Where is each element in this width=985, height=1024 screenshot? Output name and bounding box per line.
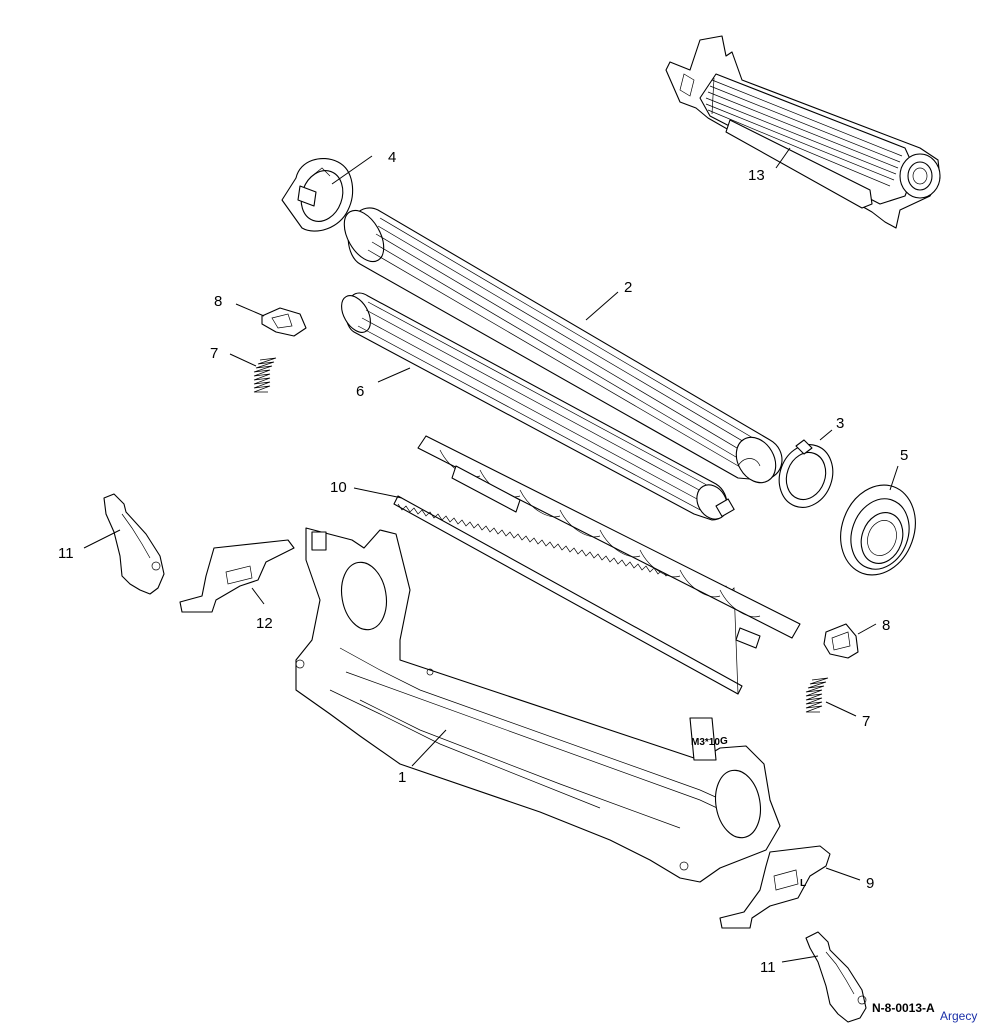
callout-6: 6 xyxy=(356,383,364,400)
guide-letter-text: L xyxy=(800,878,806,889)
callout-11-upper: 11 xyxy=(58,545,74,562)
callout-8-left: 8 xyxy=(214,293,222,310)
callout-9: 9 xyxy=(866,875,874,892)
callout-7-left: 7 xyxy=(210,345,218,362)
callout-5: 5 xyxy=(900,447,908,464)
callout-4: 4 xyxy=(388,149,396,166)
callout-7-right: 7 xyxy=(862,713,870,730)
bracket-plate-9: L xyxy=(719,845,831,929)
snap-ring-3 xyxy=(778,439,834,508)
callout-13: 13 xyxy=(748,167,765,184)
leader-lines xyxy=(83,147,899,963)
lower-roller-6 xyxy=(341,292,735,521)
bracket-plate-12 xyxy=(179,539,295,613)
callout-12: 12 xyxy=(256,615,273,632)
main-frame-1: M3*10 G xyxy=(295,527,781,883)
clip-8-left xyxy=(261,307,307,337)
clip-8-right xyxy=(823,623,859,659)
frame-letter-text: G xyxy=(720,736,728,747)
callout-3: 3 xyxy=(836,415,844,432)
figure-code: N-8-0013-A xyxy=(872,1001,935,1015)
callout-10: 10 xyxy=(330,479,347,496)
spring-7-left xyxy=(253,357,277,393)
bearing-ring-4 xyxy=(281,158,354,232)
separator-strip-10 xyxy=(393,495,743,695)
lever-11-lower xyxy=(805,931,867,1023)
frame-label-text: M3*10 xyxy=(691,737,720,748)
assembled-roller-unit xyxy=(665,35,941,229)
upper-roller-2 xyxy=(343,207,783,484)
callout-8-right: 8 xyxy=(882,617,890,634)
watermark: Argecy xyxy=(940,1009,977,1023)
guide-plate-fins xyxy=(417,435,801,649)
callout-1: 1 xyxy=(398,769,406,786)
callout-2: 2 xyxy=(624,279,632,296)
lever-11-upper xyxy=(103,493,165,595)
spring-7-right xyxy=(805,677,829,713)
bearing-5 xyxy=(840,484,916,576)
callout-11-lower: 11 xyxy=(760,959,776,976)
